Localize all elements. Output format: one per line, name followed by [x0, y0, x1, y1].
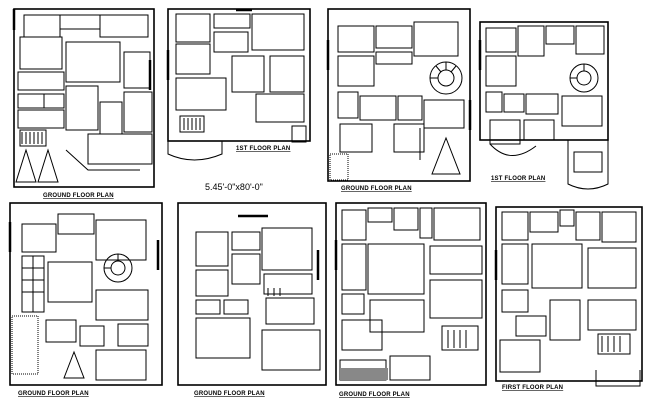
panel-ground-floor-2 [326, 8, 472, 182]
caption-panel-4: 1ST FLOOR PLAN [491, 176, 545, 182]
panel-ground-floor-4 [177, 202, 327, 386]
panel-first-floor-2 [478, 21, 609, 190]
caption-panel-7: GROUND FLOOR PLAN [339, 392, 410, 398]
panel-first-floor-1 [166, 8, 311, 161]
panel-first-floor-3 [494, 206, 643, 387]
caption-panel-1: GROUND FLOOR PLAN [43, 193, 114, 199]
caption-panel-2: 1ST FLOOR PLAN [236, 146, 290, 152]
plot-dimension-label: 5.45'-0"x80'-0" [205, 182, 263, 192]
panel-ground-floor-3 [8, 202, 163, 386]
caption-panel-5: GROUND FLOOR PLAN [18, 391, 89, 397]
panel-ground-floor-5 [334, 202, 487, 386]
caption-panel-8: FIRST FLOOR PLAN [502, 385, 563, 391]
caption-panel-3: GROUND FLOOR PLAN [341, 186, 412, 192]
panel-ground-floor-1 [12, 8, 155, 188]
caption-panel-6: GROUND FLOOR PLAN [194, 391, 265, 397]
